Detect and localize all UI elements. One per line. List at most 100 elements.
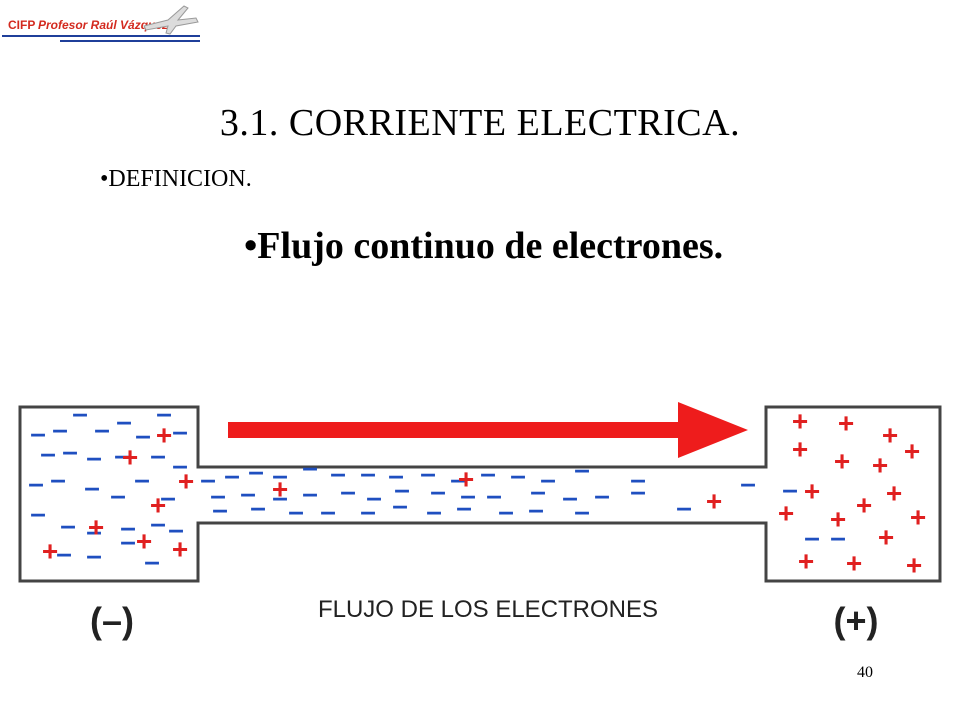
negative-charge: – — [135, 419, 151, 450]
charges-group: ––––––––––––––––––––––––––––––––––––––––… — [28, 397, 926, 580]
negative-charge: – — [594, 479, 610, 510]
positive-charge: + — [798, 545, 814, 576]
negative-charge: – — [160, 481, 176, 512]
positive-charge: + — [156, 419, 172, 450]
positive-charge: + — [150, 489, 166, 520]
cifp-logo: CIFP Profesor Raúl Vázquez — [0, 0, 205, 48]
negative-charge: – — [540, 463, 556, 494]
negative-charge: – — [498, 495, 514, 526]
negative-charge: – — [430, 475, 446, 506]
negative-charge: – — [630, 463, 646, 494]
negative-charge: – — [360, 495, 376, 526]
negative-charge: – — [56, 537, 72, 568]
negative-charge: – — [388, 459, 404, 490]
negative-charge: – — [94, 413, 110, 444]
negative-charge: – — [150, 507, 166, 538]
positive-charge: + — [706, 485, 722, 516]
page-number: 40 — [857, 664, 873, 681]
negative-charge: – — [120, 525, 136, 556]
positive-charge: + — [856, 489, 872, 520]
positive-charge: + — [910, 501, 926, 532]
negative-charge: – — [212, 493, 228, 524]
positive-charge: + — [136, 525, 152, 556]
logo-underline-2 — [60, 40, 200, 42]
negative-charge: – — [480, 457, 496, 488]
positive-charge: + — [178, 465, 194, 496]
negative-charge: – — [50, 463, 66, 494]
bullet-flujo: •Flujo continuo de electrones. — [244, 225, 724, 267]
positive-charge: + — [904, 435, 920, 466]
positive-charge: + — [886, 477, 902, 508]
negative-charge: – — [120, 511, 136, 542]
positive-charge: + — [906, 549, 922, 580]
positive-charge: + — [838, 407, 854, 438]
negative-charge: – — [394, 473, 410, 504]
negative-charge: – — [52, 413, 68, 444]
negative-charge: – — [86, 515, 102, 546]
negative-charge: – — [224, 459, 240, 490]
positive-charge: + — [458, 463, 474, 494]
positive-charge: + — [792, 405, 808, 436]
positive-charge: + — [122, 441, 138, 472]
negative-charge: – — [72, 397, 88, 428]
negative-terminal-label: (–) — [90, 600, 134, 641]
negative-charge: – — [804, 521, 820, 552]
negative-charge: – — [200, 463, 216, 494]
negative-charge: – — [456, 491, 472, 522]
negative-charge: – — [150, 439, 166, 470]
positive-charge: + — [846, 547, 862, 578]
positive-charge: + — [834, 445, 850, 476]
negative-charge: – — [272, 481, 288, 512]
negative-charge: – — [420, 457, 436, 488]
negative-charge: – — [30, 497, 46, 528]
positive-charge: + — [42, 535, 58, 566]
negative-charge: – — [156, 397, 172, 428]
negative-charge: – — [360, 457, 376, 488]
positive-charge: + — [830, 503, 846, 534]
negative-charge: – — [168, 513, 184, 544]
airplane-icon — [143, 5, 199, 35]
negative-charge: – — [740, 467, 756, 498]
negative-charge: – — [144, 545, 160, 576]
negative-charge: – — [116, 405, 132, 436]
negative-charge: – — [830, 521, 846, 552]
negative-charge: – — [340, 475, 356, 506]
negative-charge: – — [240, 477, 256, 508]
negative-charge: – — [530, 475, 546, 506]
negative-charge: – — [40, 437, 56, 468]
positive-charge: + — [792, 433, 808, 464]
negative-charge: – — [330, 457, 346, 488]
positive-charge: + — [872, 449, 888, 480]
negative-charge: – — [134, 463, 150, 494]
negative-charge: – — [302, 477, 318, 508]
negative-charge: – — [450, 463, 466, 494]
negative-charge: – — [528, 493, 544, 524]
negative-charge: – — [366, 481, 382, 512]
negative-charge: – — [782, 473, 798, 504]
negative-charge: – — [114, 439, 130, 470]
negative-charge: – — [562, 481, 578, 512]
positive-charge: + — [88, 511, 104, 542]
electron-flow-diagram: ––––––––––––––––––––––––––––––––––––––––… — [18, 397, 942, 641]
negative-charge: – — [30, 417, 46, 448]
negative-charge: – — [486, 479, 502, 510]
negative-charge: – — [28, 467, 44, 498]
negative-charge: – — [210, 479, 226, 510]
positive-charge: + — [272, 473, 288, 504]
negative-charge: – — [574, 453, 590, 484]
flow-caption: FLUJO DE LOS ELECTRONES — [318, 596, 658, 623]
negative-charge: – — [676, 491, 692, 522]
negative-charge: – — [630, 475, 646, 506]
negative-charge: – — [320, 495, 336, 526]
negative-charge: – — [84, 471, 100, 502]
positive-charge: + — [172, 533, 188, 564]
negative-charge: – — [86, 539, 102, 570]
logo-underline — [2, 35, 200, 37]
positive-charge: + — [804, 475, 820, 506]
positive-charge: + — [882, 419, 898, 450]
negative-charge: – — [172, 449, 188, 480]
negative-charge: – — [250, 491, 266, 522]
negative-charge: – — [60, 509, 76, 540]
negative-charge: – — [62, 435, 78, 466]
negative-charge: – — [172, 415, 188, 446]
